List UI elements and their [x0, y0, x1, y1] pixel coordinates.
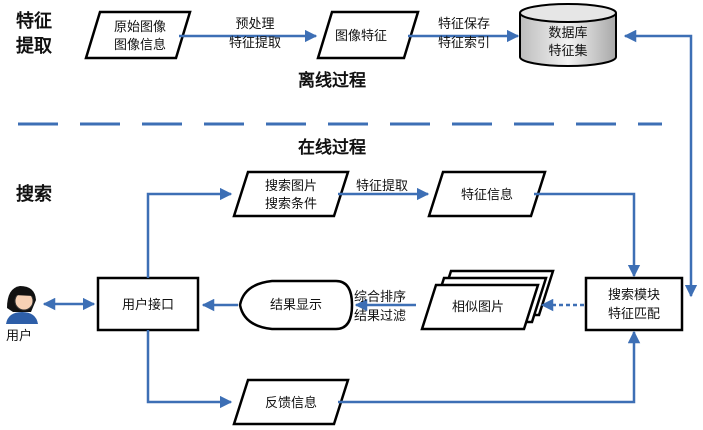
result-display-node: [238, 279, 354, 331]
edge-rank-1: 综合排序: [354, 290, 406, 305]
arrow-feedback-to-module: [338, 330, 641, 404]
database-label-1: 数据库: [548, 25, 587, 41]
similar-images-label: 相似图片: [452, 300, 504, 315]
image-feature-label: 图像特征: [335, 29, 387, 44]
arrow-featureinfo-to-module: [534, 192, 641, 278]
user-interface-label: 用户接口: [122, 297, 174, 313]
original-image-label-1: 原始图像: [114, 20, 166, 35]
database-icon: [519, 3, 617, 67]
search-module-label-2: 特征匹配: [608, 307, 660, 322]
section-online: 在线过程: [298, 137, 366, 158]
arrow-ui-to-search: [146, 187, 233, 278]
arrow-ui-to-feedback: [146, 330, 233, 409]
user-label: 用户: [6, 328, 32, 344]
image-feature-node: [316, 10, 420, 60]
section-feature-line1: 特征: [16, 10, 52, 32]
section-search: 搜索: [16, 183, 52, 205]
section-feature-line2: 提取: [16, 35, 53, 57]
original-image-label-2: 图像信息: [114, 37, 166, 53]
edge-save-1: 特征保存: [438, 17, 490, 32]
feature-info-label: 特征信息: [461, 187, 513, 203]
user-avatar-icon: [6, 286, 38, 324]
feedback-label: 反馈信息: [265, 395, 317, 411]
search-module-label-1: 搜索模块: [608, 288, 660, 303]
original-image-node: [84, 10, 192, 60]
search-image-label-2: 搜索条件: [265, 196, 317, 212]
arrow-db-search-link: [623, 29, 698, 298]
database-label-2: 特征集: [548, 43, 587, 59]
similar-images-node: [420, 283, 540, 331]
edge-preprocess-1: 预处理: [235, 17, 274, 32]
feature-info-node: [427, 170, 547, 218]
edge-preprocess-2: 特征提取: [229, 35, 281, 51]
section-offline: 离线过程: [298, 70, 366, 91]
feedback-node: [232, 378, 350, 426]
search-module-node: [584, 276, 684, 332]
search-image-node: [232, 170, 350, 218]
search-image-label-1: 搜索图片: [265, 179, 317, 194]
edge-rank-2: 结果过滤: [354, 309, 406, 324]
edge-extract: 特征提取: [356, 178, 408, 194]
result-display-label: 结果显示: [270, 298, 322, 313]
edge-save-2: 特征索引: [438, 36, 490, 51]
